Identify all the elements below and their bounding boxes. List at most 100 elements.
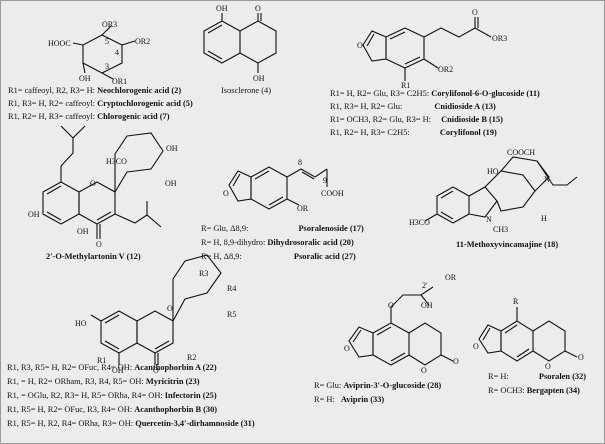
c5-cooh-label: COOH: [321, 189, 344, 198]
c5-subs-2: R= H, Δ8,9:: [201, 252, 242, 261]
c6-nb-label: N: [486, 215, 492, 224]
c7-ho-label: HO: [75, 319, 87, 328]
c1-or2-label: OR2: [135, 37, 151, 46]
c4-oh5-label: OH: [77, 227, 89, 236]
c3-or2-label: OR2: [438, 65, 454, 74]
c9-o3-label: O: [578, 353, 584, 362]
c6-name: 11-Methoxyvincamajine (18): [456, 240, 559, 249]
c4-oh2-label: OH: [165, 179, 177, 188]
c1-name-2: Chlorogenic acid: [97, 112, 158, 121]
c7-entry-1: R1, = H, R2= ORham, R3, R4, R5= OH: Myri…: [7, 377, 200, 387]
c5-o-label: O: [223, 189, 229, 198]
c8-o3-label: O: [421, 366, 427, 375]
c3-name-2: Cnidioside B (15): [441, 115, 503, 124]
c5-subs-1: R= H, 8,9-dihydro:: [201, 238, 266, 247]
c4-o2-label: O: [96, 240, 102, 249]
c9-subs-1: R= OCH3:: [488, 386, 525, 395]
c1-entry-2: R1, R2= H, R3= caffeoyl: Chlorogenic aci…: [8, 112, 170, 122]
c4-h3co-label: H3CO: [106, 157, 127, 166]
c1-oh-label: OH: [79, 74, 91, 83]
c7-r2-label: R2: [187, 353, 197, 362]
c1-or1-label: OR1: [112, 77, 128, 86]
c7-r4-label: R4: [227, 284, 237, 293]
c1-pos3-label: 3: [105, 62, 109, 71]
c7-subs-1: R1, = H, R2= ORham, R3, R4, R5= OH:: [7, 377, 144, 386]
c5-name-1: Dihydrosoralic acid (20): [267, 238, 354, 247]
c7-subs-0: R1, R3, R5= H, R2= OFuc, R4= OH:: [7, 363, 133, 372]
c7-entry-2: R1, = OGlu, R2, R3= H, R5= ORha, R4= OH:…: [7, 391, 217, 401]
c9-name-1: Bergapten (34): [526, 386, 580, 395]
c4-o-label: O: [90, 179, 96, 188]
c3-entry-1: R1, R3= H, R2= Glu: Cnidioside A (13): [330, 102, 496, 112]
c7-entry-3: R1, R5= H, R2= OFuc, R3, R4= OH: Acantho…: [7, 405, 217, 415]
c8-name-0: Aviprin-3′-O-glucoside (28): [343, 381, 442, 390]
c1-entry-0: R1= caffeoyl, R2, R3= H: Neochlorogenic …: [8, 86, 181, 96]
isosclerone-structure: [203, 13, 277, 73]
c3-carbonyl-o-label: O: [472, 8, 478, 17]
c9-r-label: R: [513, 297, 519, 306]
methylartonin-structure: [42, 125, 164, 239]
psoralenoside-structure: [228, 166, 328, 210]
c6-ch3-label: CH3: [493, 225, 509, 234]
c5-name-2: Psoralic acid (27): [293, 252, 356, 261]
c9-o1-label: O: [473, 342, 479, 351]
c8-o2-label: O: [344, 344, 350, 353]
c1-num-1: (5): [183, 99, 193, 108]
c1-name-0: Neochlorogenic acid: [97, 86, 170, 95]
c1-subs-1: R1, R3= H, R2= caffeoyl:: [8, 99, 95, 108]
c7-entry-4: R1, R5= H, R2, R4= ORha, R3= OH: Quercet…: [7, 419, 255, 429]
c3-entry-3: R1, R2= H, R3= C2H5: Corylifonol (19): [330, 128, 497, 138]
psoralen-structure: [478, 307, 578, 362]
c8-entry-1: R= H: Aviprin (33): [314, 395, 384, 405]
c5-entry-2: R= H, Δ8,9: Psoralic acid (27): [201, 252, 356, 262]
c7-oh-label: OH: [112, 366, 124, 375]
c8-name-1: Aviprin (33): [340, 395, 385, 404]
c7-o2-label: O: [153, 366, 159, 375]
c3-subs-2: R1= OCH3, R2= Glu, R3= H:: [330, 115, 431, 124]
c6-n-label: N: [544, 175, 550, 184]
c5-subs-0: R= Glu, Δ8,9:: [201, 224, 249, 233]
c4-name: 2′-O-Methylartonin V (12): [46, 252, 141, 261]
c3-o-label: O: [357, 41, 363, 50]
c8-o1-label: O: [388, 301, 394, 310]
c5-name-0: Psoralenoside (17): [298, 224, 364, 233]
benzofuran-propanoate-structure: [362, 17, 492, 81]
c7-r1-label: R1: [97, 356, 107, 365]
c5-or-label: OR: [297, 204, 309, 213]
c3-entry-2: R1= OCH3, R2= Glu, R3= H: Cnidioside B (…: [330, 115, 503, 125]
c8-subs-1: R= H:: [314, 395, 335, 404]
c8-o4-label: O: [453, 357, 459, 366]
c1-subs-2: R1, R2= H, R3= caffeoyl:: [8, 112, 95, 121]
c5-entry-0: R= Glu, Δ8,9: Psoralenoside (17): [201, 224, 364, 234]
c6-h-label: H: [541, 214, 547, 223]
c8-subs-0: R= Glu:: [314, 381, 342, 390]
c3-r1-label: R1: [401, 81, 411, 90]
c7-o-label: O: [167, 304, 173, 313]
c9-entry-0: R= H: Psoralen (32): [488, 372, 586, 382]
c6-cooch-label: COOCH: [507, 148, 536, 157]
c2-o-label: O: [255, 4, 261, 13]
c3-name-3: Corylifonol (19): [439, 128, 497, 137]
c7-name-2: Infectorin (25): [164, 391, 217, 400]
c7-name-1: Myricitrin (23): [145, 377, 200, 386]
flavonol-structure: [90, 254, 222, 365]
c1-entry-1: R1, R3= H, R2= caffeoyl: Cryptochlorogen…: [8, 99, 193, 109]
c7-subs-2: R1, = OGlu, R2, R3= H, R5= ORha, R4= OH:: [7, 391, 163, 400]
c3-or3-label: OR3: [492, 34, 508, 43]
aviprin-structure: [348, 286, 454, 366]
c2-name: Isosclerone (4): [221, 86, 271, 95]
c7-name-0: Acanthophorbin A (22): [134, 363, 217, 372]
c5-entry-1: R= H, 8,9-dihydro: Dihydrosoralic acid (…: [201, 238, 354, 248]
c9-name-0: Psoralen (32): [538, 372, 587, 381]
c3-subs-1: R1, R3= H, R2= Glu:: [330, 102, 403, 111]
c3-entry-0: R1= H, R2= Glu, R3= C2H5: Corylifonol-6-…: [330, 89, 540, 99]
c2-oh2-label: OH: [253, 74, 265, 83]
c9-subs-0: R= H:: [488, 372, 509, 381]
c7-subs-4: R1, R5= H, R2, R4= ORha, R3= OH:: [7, 419, 134, 428]
quinic-acid-ring: [72, 25, 136, 80]
c3-subs-0: R1= H, R2= Glu, R3= C2H5:: [330, 89, 430, 98]
vincamajine-structure: [424, 156, 578, 224]
c1-or3-label: OR3: [102, 20, 118, 29]
